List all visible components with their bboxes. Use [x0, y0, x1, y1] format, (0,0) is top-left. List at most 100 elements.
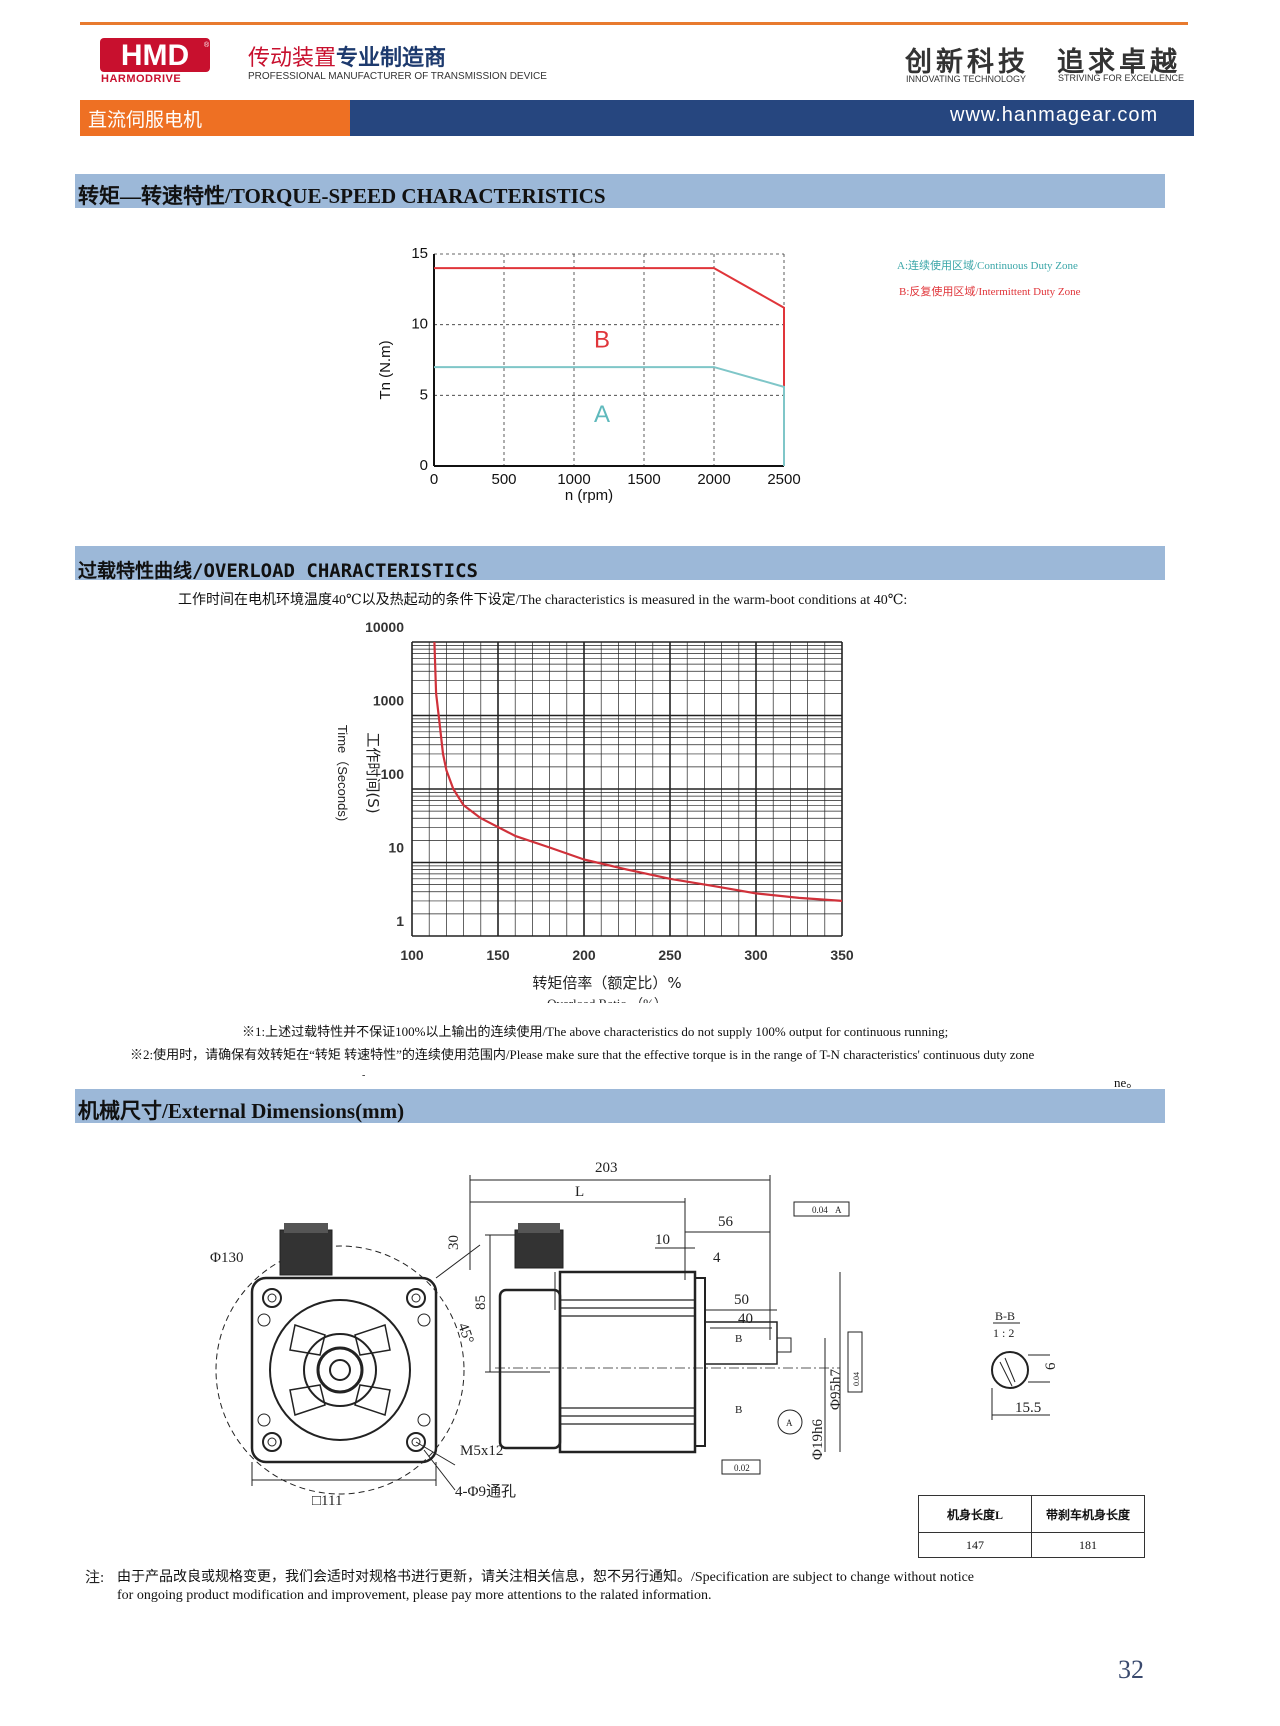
- x-tick-label: 500: [491, 471, 516, 488]
- side-view: 85 203 L 56 10 4 50 40 0.04 A B: [469, 1160, 863, 1475]
- series-line-A: [434, 366, 785, 466]
- tagline-en: PROFESSIONAL MANUFACTURER OF TRANSMISSIO…: [248, 71, 547, 82]
- tol-bottom: 0.02: [734, 1463, 750, 1473]
- y-tick-label: 10: [411, 316, 428, 333]
- dim-15-5: 15.5: [1015, 1400, 1041, 1416]
- dim-m5: M5x12: [460, 1443, 503, 1459]
- legend-intermittent: B:反复使用区域/Intermittent Duty Zone: [899, 286, 1081, 298]
- zone-label-B: B: [594, 326, 610, 353]
- y-tick-label: 15: [411, 245, 428, 262]
- torque-speed-chart: 0 500 1000 1500 2000 2500 0 5 10 15 n (rpm) Tn (N.m…: [377, 245, 801, 504]
- x-tick-label: 1500: [627, 471, 660, 488]
- logo-text: HMD: [121, 39, 189, 72]
- section-mark-bottom: B: [735, 1404, 742, 1416]
- dim-203: 203: [595, 1160, 618, 1176]
- x-tick-label: 200: [572, 947, 596, 963]
- x-axis-label-en: Overload Ratio （%）: [547, 996, 667, 1003]
- dim-6: 6: [1043, 1362, 1059, 1370]
- section-scale: 1 : 2: [993, 1326, 1014, 1340]
- logo-subtitle: HARMODRIVE: [101, 73, 182, 85]
- overload-section-bar: [75, 546, 1165, 580]
- slogan-innovating: 创新科技: [905, 47, 1029, 78]
- legend-continuous: A:连续使用区域/Continuous Duty Zone: [897, 260, 1078, 272]
- dim-85: 85: [473, 1295, 489, 1310]
- dim-sq111: □111: [312, 1493, 342, 1509]
- tagline-cn-a: 传动装置: [248, 45, 337, 70]
- overload-section-title: 过载特性曲线/OVERLOAD CHARACTERISTICS: [78, 560, 478, 582]
- dim-56: 56: [718, 1214, 734, 1230]
- website-link[interactable]: www.hanmagear.com: [950, 104, 1159, 126]
- x-tick-label: 0: [430, 471, 438, 488]
- dimensions-section-bar: [75, 1089, 1165, 1123]
- dim-d19: Φ19h6: [810, 1419, 826, 1460]
- footer-note-label: 注:: [85, 1570, 105, 1586]
- category-banner: [80, 100, 350, 136]
- datum-top: A: [835, 1205, 842, 1215]
- dim-30: 30: [446, 1235, 462, 1250]
- torque-section-bar: [75, 174, 1165, 208]
- tol-side: 0.04: [852, 1372, 861, 1386]
- x-axis-label: 转矩倍率（额定比）%: [532, 974, 681, 992]
- stray-mark: -: [362, 1070, 366, 1081]
- dim-45deg: 45°: [454, 1321, 476, 1346]
- dimensions-section-title: 机械尺寸/External Dimensions(mm): [78, 1099, 405, 1123]
- slogan-striving: 追求卓越: [1057, 47, 1181, 78]
- y-axis-label-en: Time（Seconds): [335, 725, 350, 821]
- website-banner: [350, 100, 1194, 136]
- dim-4: 4: [713, 1250, 721, 1266]
- section-mark-top: B: [735, 1333, 742, 1345]
- x-tick-label: 1000: [557, 471, 590, 488]
- y-tick-label: 10: [388, 840, 404, 856]
- x-tick-label: 250: [658, 947, 682, 963]
- overload-note-tail: ne。: [1114, 1075, 1140, 1090]
- x-tick-label: 300: [744, 947, 768, 963]
- y-tick-label: 1000: [373, 693, 404, 709]
- svg-text:®: ®: [204, 41, 210, 49]
- x-tick-label: 2500: [767, 471, 800, 488]
- torque-section-title: 转矩—转速特性/TORQUE-SPEED CHARACTERISTICS: [78, 184, 606, 208]
- x-tick-label: 2000: [697, 471, 730, 488]
- y-tick-label: 5: [420, 386, 428, 403]
- overload-note-2: ※2:使用时，请确保有效转矩在“转矩 转速特性”的连续使用范围内/Please …: [130, 1047, 1035, 1062]
- y-tick-label: 0: [420, 457, 428, 474]
- tol-top: 0.04: [812, 1205, 828, 1215]
- datum-circle: A: [786, 1418, 793, 1428]
- y-tick-label: 10000: [365, 619, 404, 635]
- dim-d95: Φ95h7: [828, 1369, 844, 1410]
- footer-note-line2: for ongoing product modification and imp…: [117, 1588, 712, 1603]
- hmd-logo: HMD ®: [100, 38, 210, 72]
- table-header-brake-length: 带刹车机身长度: [1031, 1495, 1145, 1533]
- motor-drawing: Φ130 30 45° M5x12 4-Φ9通孔 □111 85 203 L: [210, 1160, 1059, 1509]
- page-number: 32: [1118, 1655, 1144, 1684]
- y-axis-label: Tn (N.m): [377, 340, 394, 399]
- x-axis-label: n (rpm): [565, 487, 613, 504]
- footer-note-line1: 由于产品改良或规格变更，我们会适时对规格书进行更新，请关注相关信息，恕不另行通知…: [117, 1570, 975, 1585]
- y-tick-label: 1: [396, 913, 404, 929]
- table-value-length: 147: [918, 1532, 1032, 1558]
- dim-holes: 4-Φ9通孔: [455, 1483, 516, 1500]
- dim-10: 10: [655, 1232, 670, 1248]
- dim-50: 50: [734, 1292, 749, 1308]
- tagline-cn-b: 专业制造商: [336, 45, 447, 70]
- slogan-innovating-en: INNOVATING TECHNOLOGY: [906, 74, 1027, 84]
- front-view: Φ130 30 45° M5x12 4-Φ9通孔 □111: [210, 1223, 516, 1509]
- x-tick-label: 150: [486, 947, 510, 963]
- slogan-striving-en: STRIVING FOR EXCELLENCE: [1058, 73, 1185, 83]
- dim-d130: Φ130: [210, 1250, 243, 1266]
- y-tick-label: 100: [381, 766, 405, 782]
- table-header-length: 机身长度L: [918, 1495, 1032, 1533]
- tagline-cn: 传动装置专业制造商: [248, 40, 446, 72]
- section-title: B-B: [995, 1309, 1015, 1323]
- category-label: 直流伺服电机: [88, 110, 203, 131]
- overload-note-1: ※1:上述过载特性并不保证100%以上输出的连续使用/The above cha…: [242, 1024, 949, 1039]
- zone-label-A: A: [594, 401, 610, 428]
- overload-curve: [433, 641, 843, 902]
- y-axis-label: 工作时间(S): [364, 732, 382, 813]
- dim-L: L: [575, 1184, 584, 1200]
- section-bb: B-B 1 : 2 6 15.5: [991, 1309, 1059, 1420]
- table-value-brake-length: 181: [1031, 1532, 1145, 1558]
- x-tick-label: 350: [830, 947, 854, 963]
- header-rule: [80, 22, 1188, 25]
- overload-condition: 工作时间在电机环境温度40℃以及热起动的条件下设定/The characteri…: [178, 593, 908, 608]
